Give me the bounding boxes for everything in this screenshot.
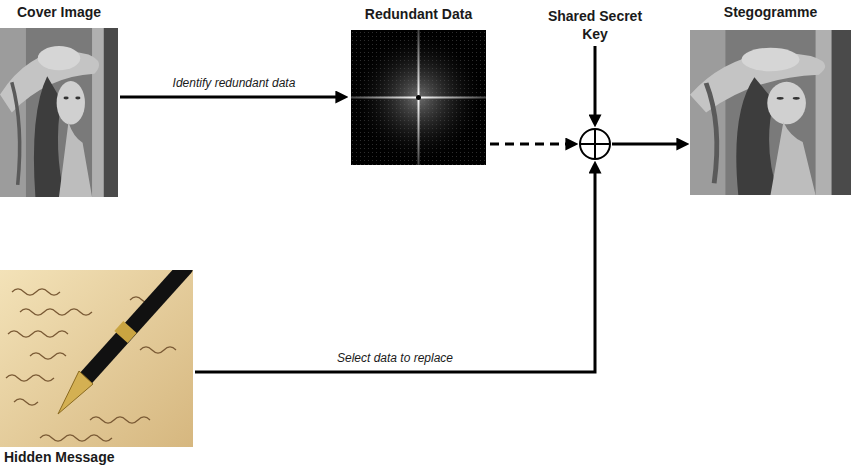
spectrum-image (351, 30, 486, 165)
image-node: Stegogramme (690, 4, 851, 195)
arrow-connector (120, 96, 338, 99)
edge-label: Identify redundant data (171, 76, 298, 91)
image-node: Cover Image (0, 4, 118, 197)
node-heading: Shared Secret Key (546, 8, 644, 43)
edge-label: Select data to replace (335, 351, 455, 366)
image-node: Hidden Message (0, 270, 193, 469)
node-heading: Hidden Message (4, 449, 114, 467)
cover-image (0, 28, 118, 197)
node-heading: Stegogramme (724, 4, 817, 22)
arrow-connector (612, 143, 679, 146)
xor-symbol (578, 127, 612, 161)
stego-image (690, 30, 851, 195)
node-heading: Cover Image (17, 4, 101, 22)
arrow-connector (594, 46, 597, 117)
arrow-connector (490, 143, 568, 146)
xor-node (578, 127, 612, 161)
node-heading: Redundant Data (365, 6, 472, 24)
arrow-connector (195, 171, 595, 372)
key-node: Shared Secret Key (546, 8, 644, 43)
letter-and-pen-image (0, 268, 193, 447)
image-node: Redundant Data (350, 6, 487, 165)
